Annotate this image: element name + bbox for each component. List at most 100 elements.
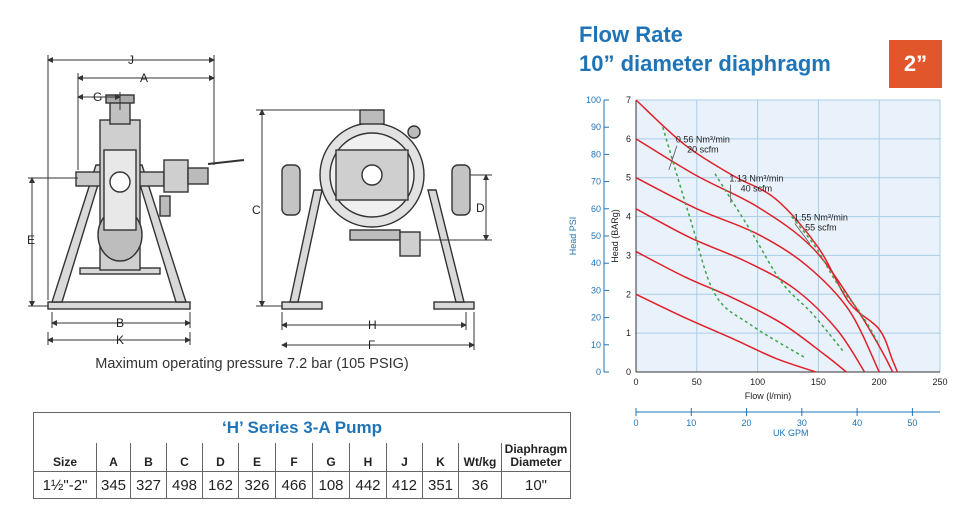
side-view [281,109,475,310]
pressure-curve [635,293,817,373]
y-tick-label: 6 [626,134,631,144]
x-tick-label: 100 [750,377,765,387]
header-size: Size [33,443,97,472]
y-tick-label: 4 [626,212,631,222]
cell-diaphragm: 10" [501,471,571,499]
dim-label-f: F [368,338,375,352]
pressure-curve [635,208,866,373]
dim-label-j: J [128,53,134,67]
x-tick-label: 250 [932,377,947,387]
psi-tick-label: 40 [591,258,601,268]
gpm-tick-label: 10 [686,418,696,428]
cell-f: 466 [275,471,313,499]
air-consumption-line [791,216,880,346]
psi-tick-label: 20 [591,313,601,323]
gpm-tick-label: 20 [742,418,752,428]
dim-label-c: C [252,203,261,217]
y-tick-label: 7 [626,95,631,105]
annotation-arrow [668,145,678,171]
gpm-tick-label: 40 [852,418,862,428]
dim-label-k: K [116,333,124,347]
dim-label-a: A [140,71,148,85]
psi-axis-label: Head PSI [568,217,578,256]
y-tick-label: 1 [626,328,631,338]
psi-tick-label: 60 [591,204,601,214]
air-flow-label: 1.55 Nm³/min [794,212,848,222]
header-g: G [312,443,350,472]
header-e: E [238,443,276,472]
dim-label-e: E [27,233,35,247]
x-tick-label: 200 [872,377,887,387]
cell-e: 326 [238,471,276,499]
side-dimensions [256,109,492,350]
cell-b: 327 [130,471,167,499]
psi-tick-label: 100 [586,95,601,105]
spec-table-header-row: Size A B C D E F G H J K Wt/kg Diaphragm… [33,443,571,472]
y-tick-label: 0 [626,367,631,377]
y-tick-label: 2 [626,289,631,299]
dim-label-b: B [116,316,124,330]
spec-table-row: 1½"-2" 345 327 498 162 326 466 108 442 4… [33,471,571,499]
header-c: C [166,443,203,472]
header-h: H [349,443,387,472]
air-flow-label: 1.13 Nm³/min [729,174,783,184]
cell-c: 498 [166,471,203,499]
cell-g: 108 [312,471,350,499]
front-dimensions [28,55,215,345]
header-j: J [386,443,423,472]
annotation-arrow [794,223,811,245]
cell-a: 345 [96,471,131,499]
flow-rate-title-line2: 10” diameter diaphragm [579,51,831,76]
gpm-tick-label: 30 [797,418,807,428]
psi-tick-label: 90 [591,122,601,132]
air-flow-sublabel: 20 scfm [687,145,719,155]
psi-tick-label: 30 [591,285,601,295]
psi-tick-label: 70 [591,177,601,187]
header-d: D [202,443,239,472]
psi-tick-label: 0 [596,367,601,377]
pressure-caption: Maximum operating pressure 7.2 bar (105 … [95,356,409,372]
header-diaphragm: Diaphragm Diameter [501,443,571,472]
y-tick-label: 3 [626,250,631,260]
cell-weight: 36 [458,471,502,499]
air-consumption-line [714,173,844,352]
header-k: K [422,443,459,472]
flow-rate-title: Flow Rate 10” diameter diaphragm [579,20,831,78]
psi-tick-label: 10 [591,340,601,350]
x-tick-label: 50 [692,377,702,387]
x-tick-label: 0 [633,377,638,387]
cell-h: 442 [349,471,387,499]
header-b: B [130,443,167,472]
spec-table-title: ‘H’ Series 3-A Pump [33,412,571,443]
pressure-curve [635,177,880,373]
dim-label-h: H [368,318,377,332]
x-tick-label: 150 [811,377,826,387]
pressure-curve [635,250,847,373]
gpm-tick-label: 50 [907,418,917,428]
dim-label-g: G [93,90,102,104]
spec-table: ‘H’ Series 3-A Pump Size A B C D E F G H… [33,412,571,499]
y-tick-label: 5 [626,173,631,183]
header-f: F [275,443,313,472]
cell-j: 412 [386,471,423,499]
front-view [47,94,245,310]
cell-size: 1½"-2" [33,471,97,499]
header-weight: Wt/kg [458,443,502,472]
pressure-curve [635,99,899,373]
psi-tick-label: 80 [591,149,601,159]
air-flow-sublabel: 40 scfm [741,184,773,194]
flow-rate-title-line1: Flow Rate [579,22,683,47]
gpm-axis-label: UK GPM [773,428,809,438]
gpm-tick-label: 0 [633,418,638,428]
cell-k: 351 [422,471,459,499]
y-axis-label: Head (BARg) [610,209,620,263]
size-badge: 2” [889,40,942,88]
psi-tick-label: 50 [591,231,601,241]
cell-d: 162 [202,471,239,499]
dim-label-d: D [476,201,485,215]
pump-drawings: J A G E B K C D H [27,53,492,352]
air-flow-sublabel: 55 scfm [805,222,837,232]
header-a: A [96,443,131,472]
pressure-curve [635,138,894,373]
